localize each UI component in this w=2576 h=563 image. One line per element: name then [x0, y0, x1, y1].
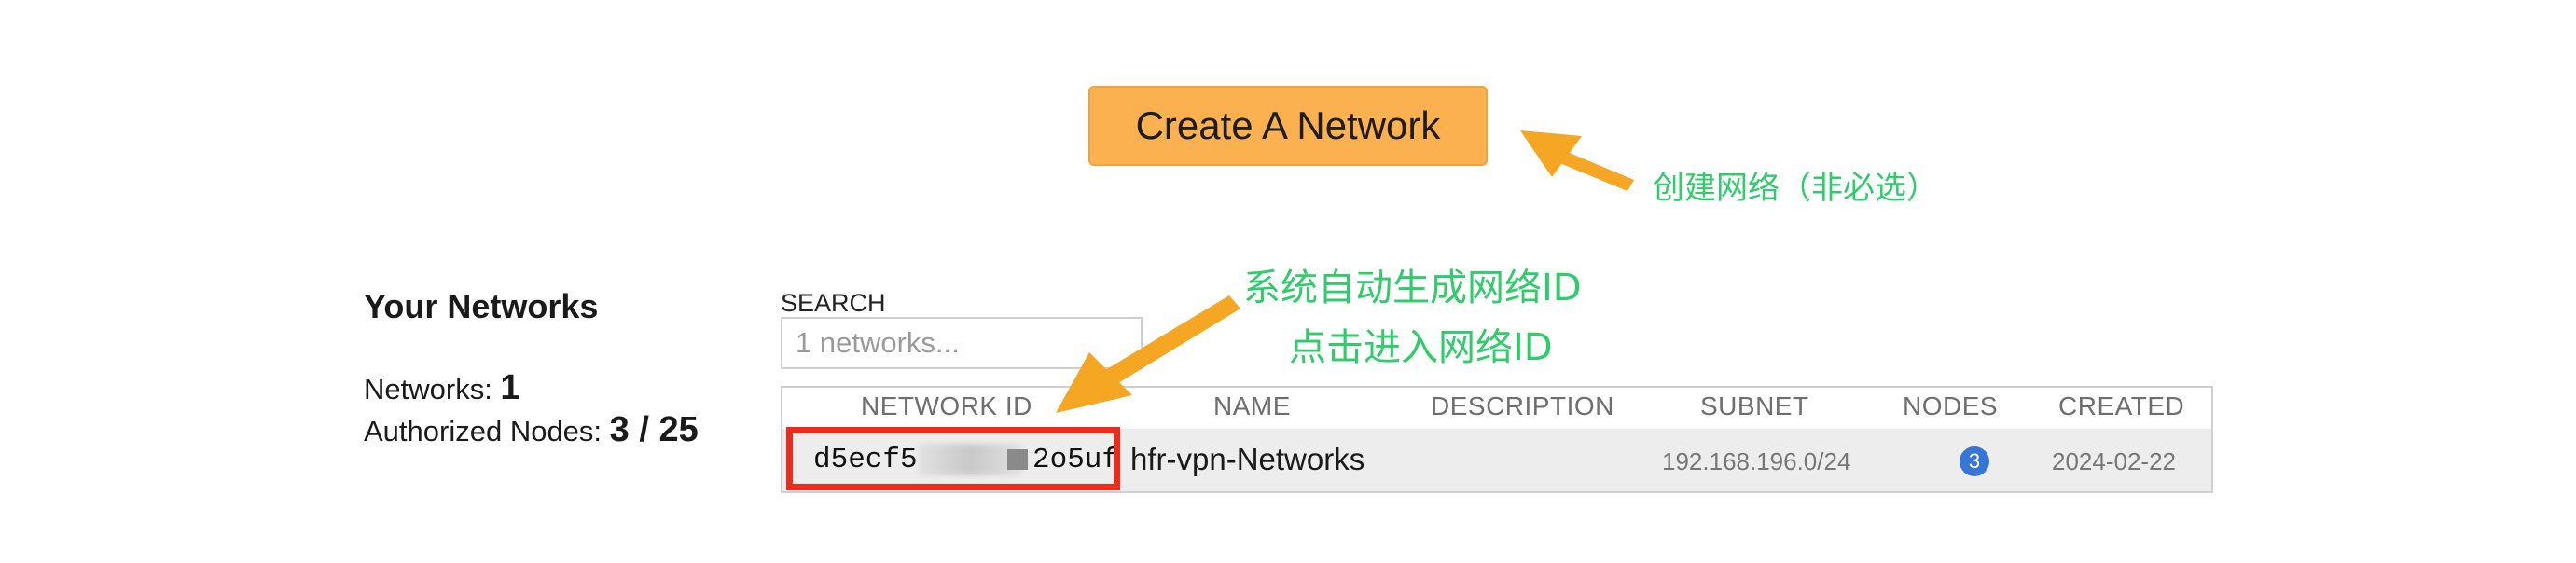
networks-count-value: 1 [500, 368, 520, 407]
network-name-cell: hfr-vpn-Networks [1130, 442, 1365, 476]
header-nodes[interactable]: NODES [1903, 391, 1999, 420]
arrow-to-network-id [1056, 295, 1240, 413]
auto-id-annotation: 系统自动生成网络ID [1243, 267, 1582, 309]
header-description[interactable]: DESCRIPTION [1431, 391, 1614, 420]
authorized-nodes-label: Authorized Nodes: [364, 415, 610, 447]
create-network-button[interactable]: Create A Network [1088, 86, 1488, 166]
authorized-nodes-count: Authorized Nodes: 3 / 25 [364, 410, 699, 450]
created-cell: 2024-02-22 [2052, 447, 2176, 475]
nodes-count-badge: 3 [1960, 446, 1989, 476]
header-created[interactable]: CREATED [2058, 391, 2185, 420]
search-label: SEARCH [781, 289, 886, 317]
network-id-cell[interactable]: d5ecf5 [813, 444, 918, 476]
network-id-highlight-box [786, 427, 1120, 490]
create-network-annotation: 创建网络（非必选） [1653, 170, 1938, 207]
subnet-cell: 192.168.196.0/24 [1662, 447, 1851, 475]
redacted-mask-block [1007, 449, 1028, 470]
networks-table [781, 386, 2213, 493]
your-networks-heading: Your Networks [364, 287, 599, 325]
click-id-annotation: 点击进入网络ID [1289, 326, 1553, 369]
network-id-cell-tail: 2o5uf [1032, 444, 1120, 476]
networks-count-label: Networks: [364, 373, 501, 405]
search-input[interactable] [781, 317, 1143, 369]
arrow-to-create-button [1520, 130, 1634, 191]
header-network-id[interactable]: NETWORK ID [861, 391, 1032, 420]
redacted-mask [919, 444, 1021, 475]
authorized-nodes-value: 3 / 25 [609, 410, 699, 449]
networks-count: Networks: 1 [364, 368, 520, 408]
header-subnet[interactable]: SUBNET [1700, 391, 1809, 420]
header-name[interactable]: NAME [1213, 391, 1291, 420]
